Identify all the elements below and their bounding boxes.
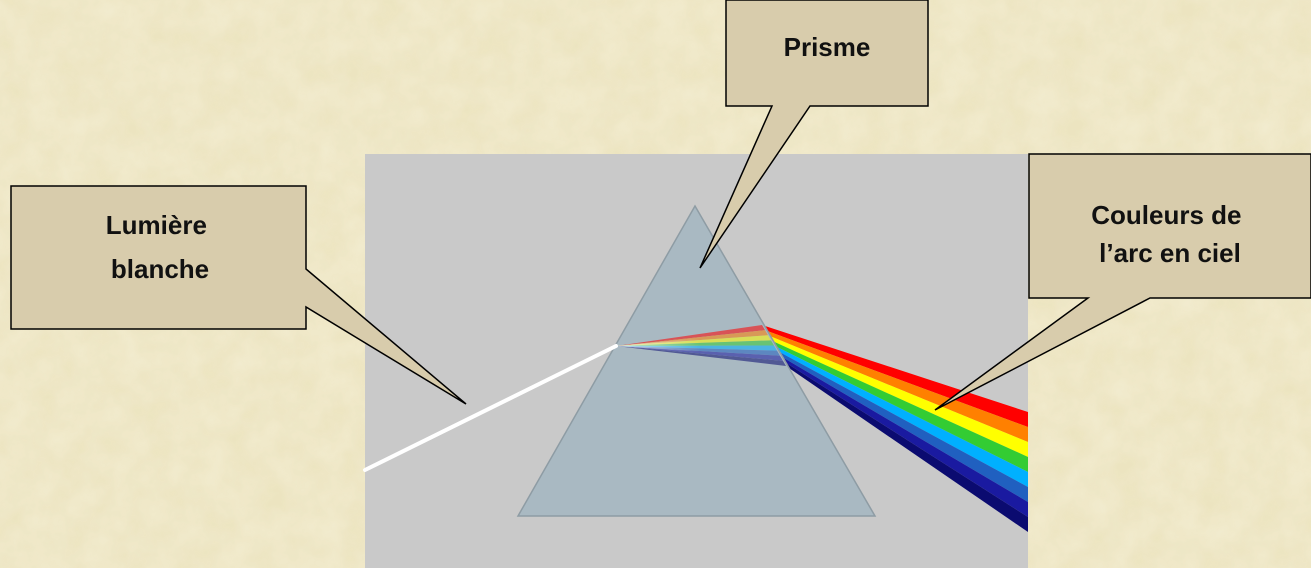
label-rainbow: Couleurs de l’arc en ciel bbox=[1091, 200, 1248, 268]
callout-prism bbox=[699, 0, 929, 269]
label-white-light: Lumière blanche bbox=[106, 210, 214, 284]
inner-white-core bbox=[615, 338, 700, 352]
spectrum-band-in-1 bbox=[616, 330, 768, 346]
label-white-light-line2: blanche bbox=[111, 254, 209, 284]
spectrum-band-out-7 bbox=[783, 360, 1028, 532]
spectrum-band-out-4 bbox=[774, 345, 1028, 487]
label-prism: Prisme bbox=[784, 32, 871, 62]
spectrum-band-out-1 bbox=[765, 330, 1028, 442]
label-white-light-line1: Lumière bbox=[106, 210, 207, 240]
callout-rainbow bbox=[934, 153, 1311, 411]
callout-white-light bbox=[10, 185, 467, 405]
spectrum-band-in-7 bbox=[616, 346, 786, 366]
prism-triangle bbox=[516, 204, 877, 517]
spectrum-band-out-2 bbox=[768, 335, 1028, 457]
spectrum-band-out-3 bbox=[771, 340, 1028, 472]
spectrum-band-in-0 bbox=[616, 325, 765, 346]
white-light-beam bbox=[363, 344, 618, 472]
spectrum-band-out-5 bbox=[777, 350, 1028, 502]
spectrum-band-out-0 bbox=[762, 325, 1028, 427]
rainbow-spectrum bbox=[762, 325, 1028, 532]
label-rainbow-line1: Couleurs de bbox=[1091, 200, 1241, 230]
label-rainbow-line2: l’arc en ciel bbox=[1099, 238, 1241, 268]
spectrum-band-out-6 bbox=[780, 355, 1028, 517]
